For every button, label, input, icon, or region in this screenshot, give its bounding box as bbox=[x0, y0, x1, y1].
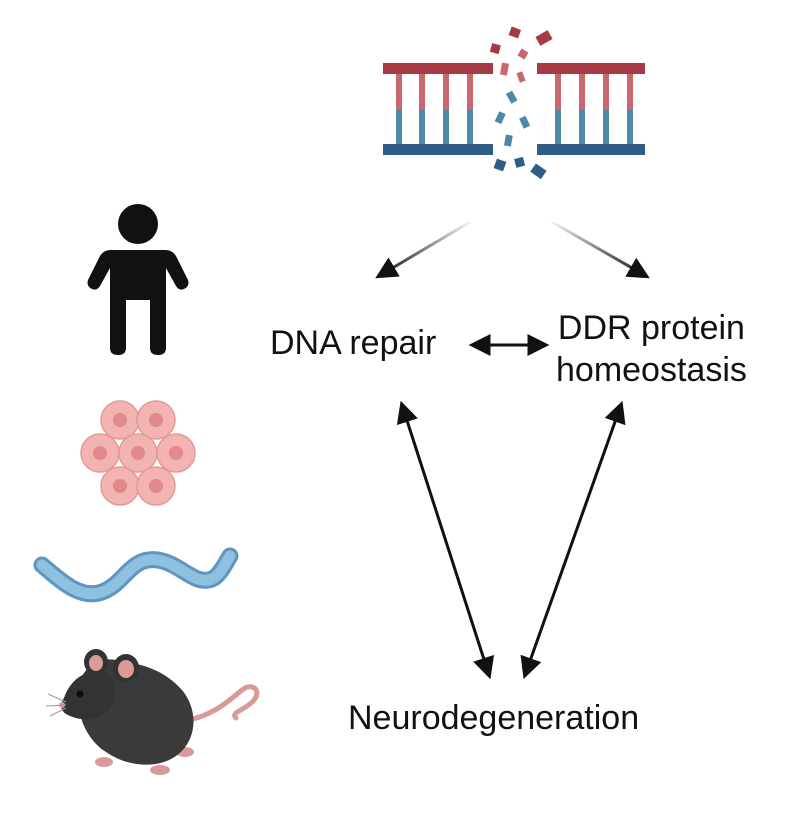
ddr-label-line1: DDR protein bbox=[557, 309, 745, 347]
human-icon bbox=[87, 204, 189, 355]
ddr-protein-homeostasis-label: DDR protein homeostasis bbox=[556, 307, 747, 391]
neurodegeneration-label: Neurodegeneration bbox=[348, 699, 640, 737]
ddr-label-line2: homeostasis bbox=[556, 351, 747, 389]
arrow-damage-to-ddr bbox=[551, 220, 650, 279]
worm-icon bbox=[33, 547, 239, 603]
arrow-dna-repair-neurodegeneration bbox=[396, 400, 495, 680]
cells-icon bbox=[80, 400, 196, 506]
arrow-damage-to-dna-repair bbox=[375, 220, 471, 279]
dna-repair-label: DNA repair bbox=[270, 324, 437, 362]
mouse-icon bbox=[45, 649, 260, 775]
broken-dna-icon bbox=[383, 26, 645, 180]
arrow-ddr-neurodegeneration bbox=[520, 400, 626, 680]
